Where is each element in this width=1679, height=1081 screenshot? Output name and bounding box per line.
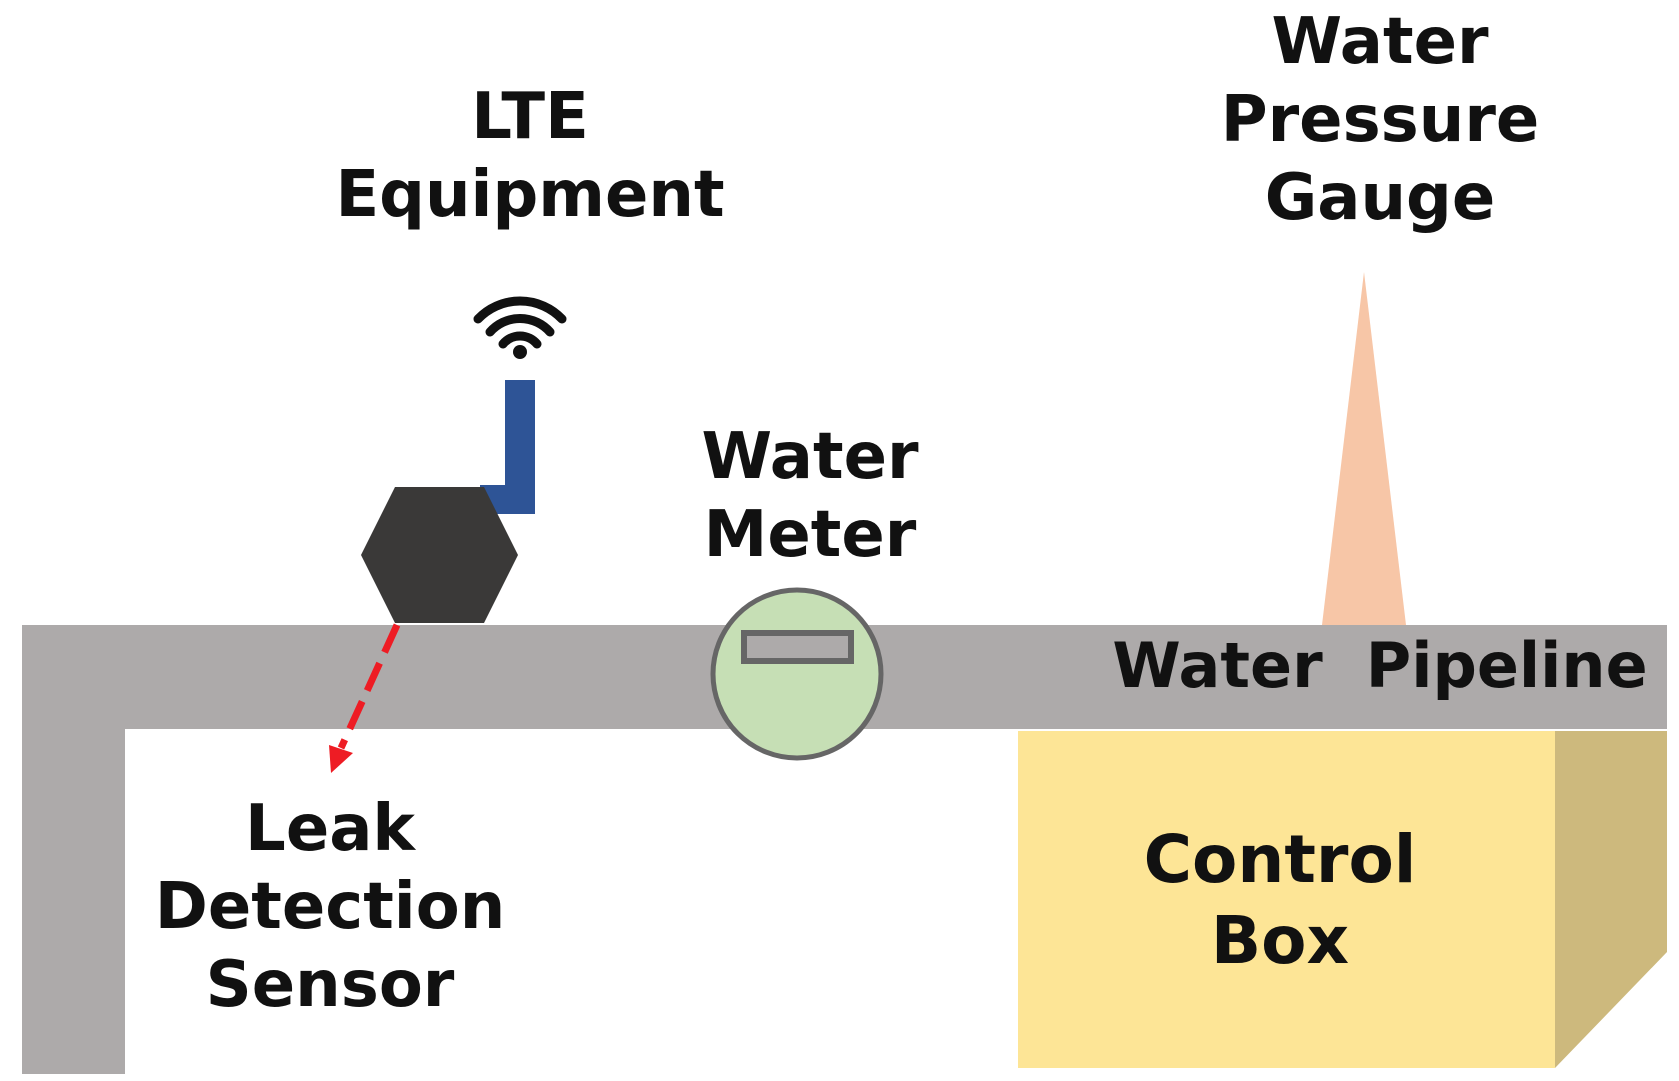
- control-box-side: [1555, 731, 1667, 1068]
- gauge-label-line-2: Pressure: [1220, 83, 1540, 158]
- leak-label-line-1: Leak: [245, 792, 415, 866]
- water-pipeline-label: Water Pipeline: [1080, 628, 1679, 704]
- leak-label-line-3: Sensor: [205, 948, 455, 1023]
- control-box-label: Control Box: [1080, 820, 1480, 981]
- water-meter-dial: [710, 587, 884, 761]
- control-box-front: [1018, 731, 1555, 1068]
- water-meter-label: Water Meter: [660, 418, 960, 574]
- pressure-gauge-cone: [1322, 272, 1406, 625]
- leak-arrow-line: [337, 623, 401, 750]
- gauge-label-line-1: Water: [1271, 5, 1489, 79]
- gauge-label-line-3: Gauge: [1264, 161, 1496, 236]
- lte-label-line-2: Equipment: [335, 158, 725, 233]
- pipe-vertical: [22, 625, 125, 1074]
- box-label-line-2: Box: [1210, 901, 1350, 979]
- pressure-gauge-label: Water Pressure Gauge: [1180, 3, 1580, 237]
- meter-label-line-1: Water: [701, 420, 919, 494]
- lte-equipment-label: LTE Equipment: [330, 78, 730, 234]
- pipeline-label-text: Water Pipeline: [1112, 629, 1648, 702]
- wifi-icon: [473, 296, 567, 359]
- lte-label-line-1: LTE: [471, 80, 589, 154]
- leak-sensor-label: Leak Detection Sensor: [130, 790, 530, 1024]
- leak-label-line-2: Detection: [154, 870, 506, 945]
- lte-equipment-hexagon: [361, 487, 518, 623]
- water-meter-display: [741, 630, 854, 664]
- leak-arrowhead: [329, 745, 353, 773]
- meter-label-line-2: Meter: [703, 498, 917, 573]
- box-label-line-1: Control: [1143, 821, 1417, 898]
